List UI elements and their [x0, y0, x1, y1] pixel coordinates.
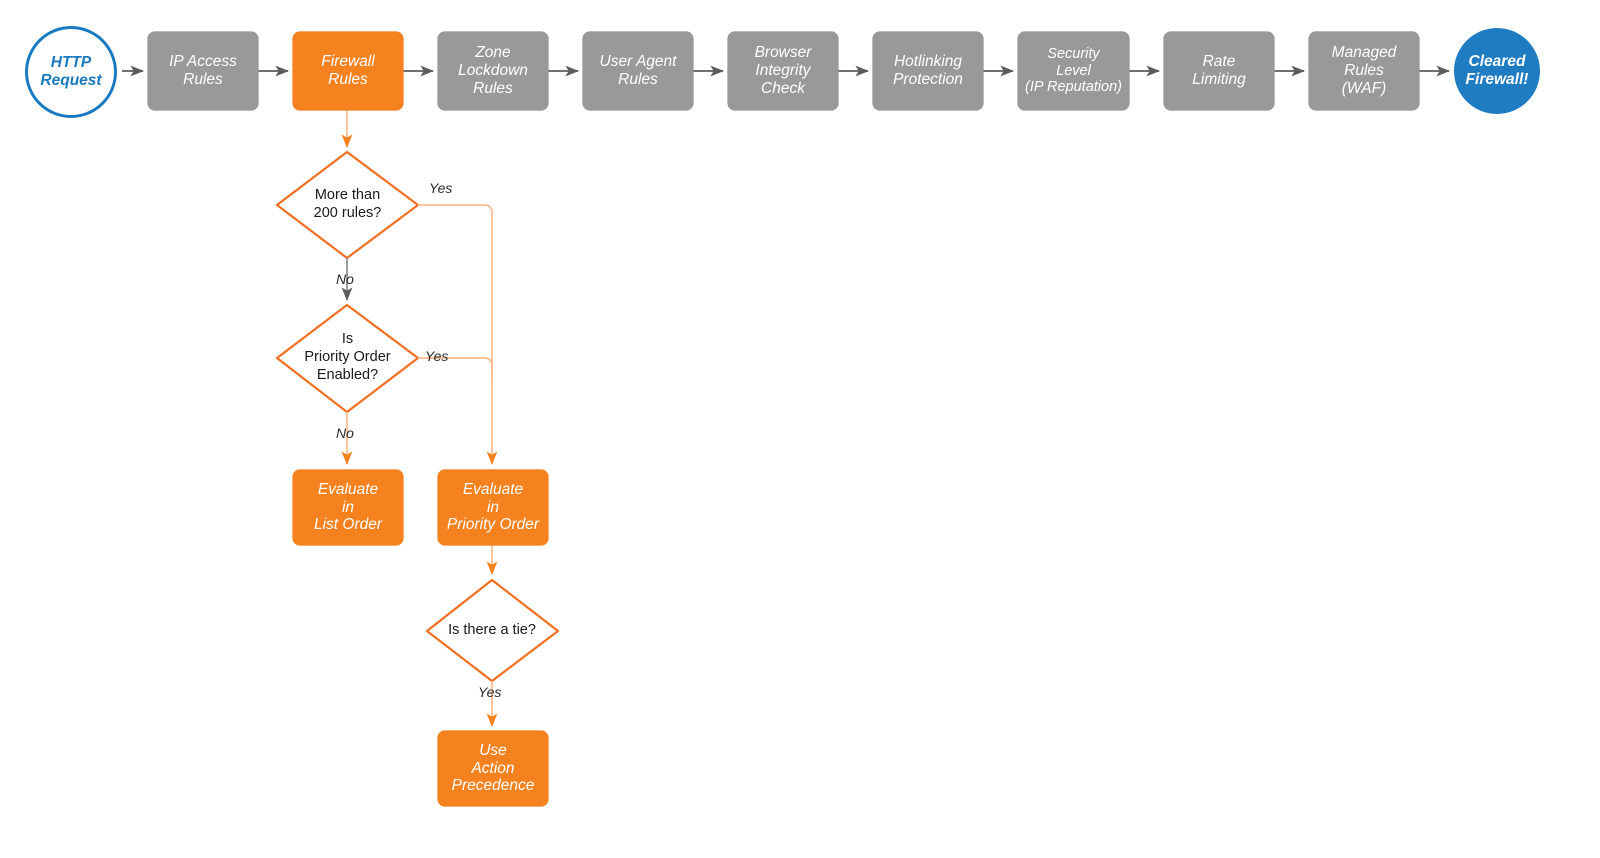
edge-label-is-there-a-tie-yes: Yes	[478, 684, 502, 700]
decision-shapes	[275, 150, 560, 683]
node-use-action-precedence[interactable]: Use Action Precedence	[438, 731, 548, 806]
node-evaluate-in-priority-order[interactable]: Evaluate in Priority Order	[438, 470, 548, 545]
diamond-more-than-200-rules	[275, 150, 420, 260]
node-firewall-rules[interactable]: Firewall Rules	[293, 32, 403, 110]
node-rate-limiting[interactable]: Rate Limiting	[1164, 32, 1274, 110]
node-cleared-firewall[interactable]: Cleared Firewall!	[1454, 28, 1540, 114]
edge-more-than-200-yes	[418, 204, 498, 466]
node-managed-rules-waf[interactable]: Managed Rules (WAF)	[1309, 32, 1419, 110]
edge-label-priority-order-yes: Yes	[425, 348, 449, 364]
node-ip-access-rules[interactable]: IP Access Rules	[148, 32, 258, 110]
diamond-is-priority-order-enabled	[275, 303, 420, 414]
edge-label-priority-order-no: No	[336, 425, 354, 441]
node-http-request[interactable]: HTTP Request	[25, 26, 117, 118]
diamond-is-there-a-tie	[425, 578, 560, 683]
label-is-priority-order-enabled: Is Priority Order Enabled?	[304, 331, 391, 383]
edge-priority-order-yes	[418, 357, 493, 380]
node-zone-lockdown-rules[interactable]: Zone Lockdown Rules	[438, 32, 548, 110]
label-is-there-a-tie: Is there a tie?	[448, 622, 536, 639]
label-more-than-200-rules: More than 200 rules?	[313, 187, 382, 221]
node-user-agent-rules[interactable]: User Agent Rules	[583, 32, 693, 110]
edge-label-more-than-200-no: No	[336, 271, 354, 287]
node-evaluate-in-list-order[interactable]: Evaluate in List Order	[293, 470, 403, 545]
node-hotlinking-protection[interactable]: Hotlinking Protection	[873, 32, 983, 110]
node-browser-integrity-check[interactable]: Browser Integrity Check	[728, 32, 838, 110]
edge-label-more-than-200-yes: Yes	[429, 180, 453, 196]
node-security-level[interactable]: Security Level (IP Reputation)	[1018, 32, 1129, 110]
